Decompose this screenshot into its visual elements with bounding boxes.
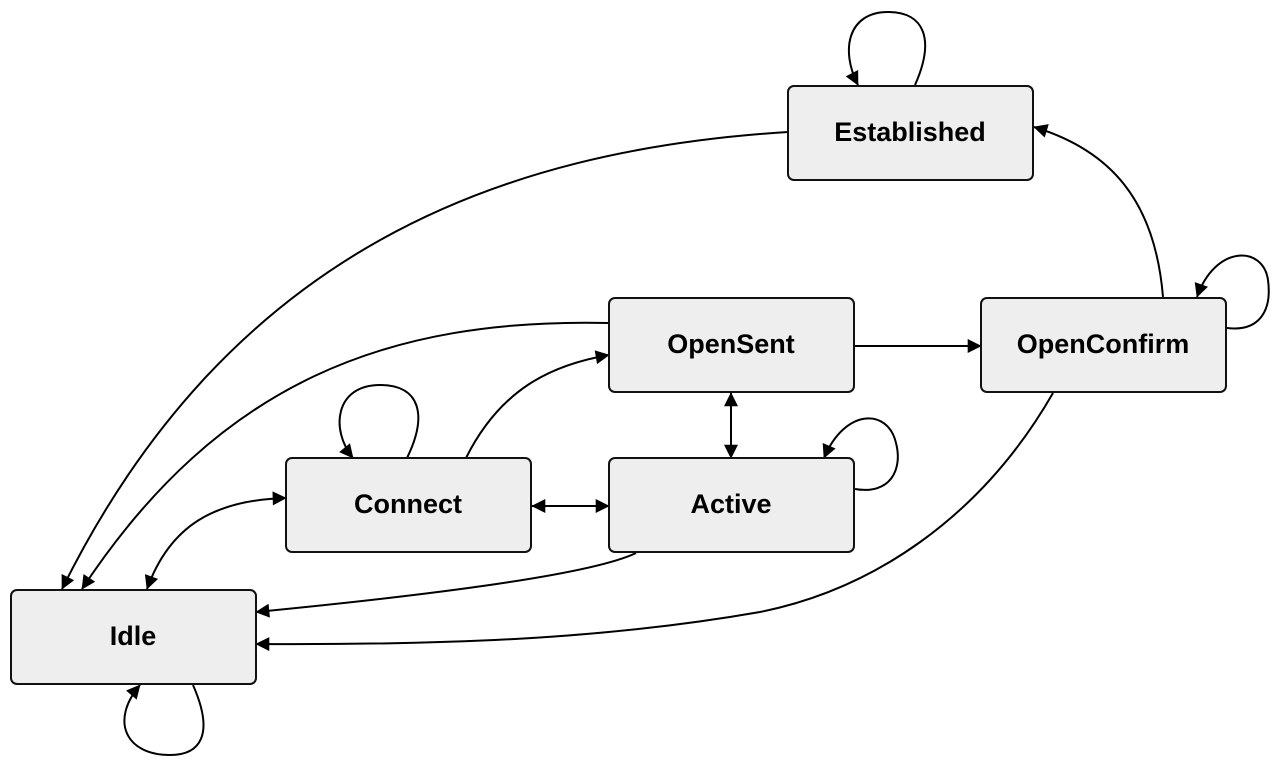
state-established-label: Established (834, 117, 986, 147)
state-active-box (608, 457, 855, 553)
state-connect: Connect (285, 457, 532, 553)
state-connect-label: Connect (354, 489, 462, 519)
edge-active-to-idle (255, 552, 637, 618)
state-openconfirm-label: OpenConfirm (1017, 329, 1190, 359)
edge-active-self-loop (822, 417, 899, 491)
state-openconfirm-box (980, 297, 1227, 393)
state-idle: Idle (10, 589, 257, 685)
edge-established-to-idle (61, 131, 789, 590)
state-opensent: OpenSent (608, 297, 855, 393)
edge-idle-self-loop (123, 684, 205, 757)
edge-opensent-to-idle (81, 321, 610, 590)
edge-idle-connect (144, 491, 287, 590)
state-idle-box (10, 589, 257, 685)
state-opensent-box (608, 297, 855, 393)
state-established: Established (787, 85, 1034, 181)
edge-openconfirm-to-established (1033, 124, 1164, 298)
edge-openconfirm-self-loop (1194, 254, 1270, 330)
state-connect-box (285, 457, 532, 553)
edge-established-self-loop (845, 10, 927, 86)
edges (61, 10, 1270, 757)
state-established-box (787, 85, 1034, 181)
state-active: Active (608, 457, 855, 553)
edge-connect-to-opensent (465, 350, 610, 459)
edge-openconfirm-to-idle (255, 392, 1054, 652)
state-active-label: Active (690, 489, 771, 519)
edge-connect-self-loop (338, 383, 420, 459)
state-opensent-label: OpenSent (667, 329, 795, 359)
state-idle-label: Idle (110, 621, 157, 651)
state-openconfirm: OpenConfirm (980, 297, 1227, 393)
